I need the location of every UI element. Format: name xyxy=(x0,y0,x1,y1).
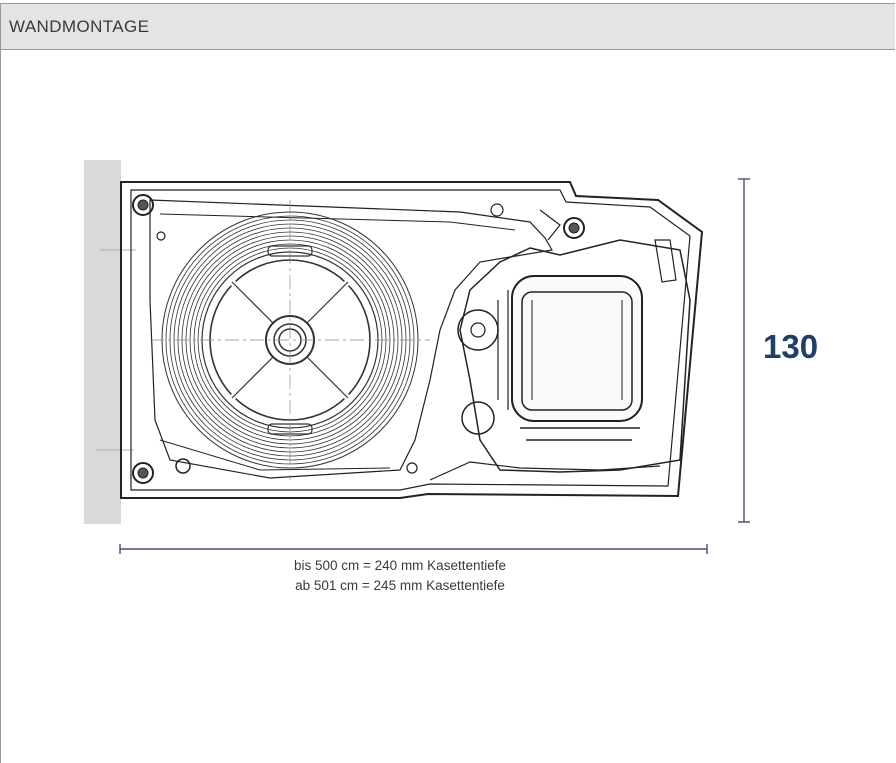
roller-tube xyxy=(150,200,430,480)
arm-mechanism xyxy=(429,209,691,481)
wall xyxy=(84,160,121,524)
section-title: WANDMONTAGE xyxy=(9,17,150,36)
section-frame: WANDMONTAGE xyxy=(0,3,895,763)
depth-note-2: ab 501 cm = 245 mm Kasettentiefe xyxy=(295,578,505,593)
depth-note-1: bis 500 cm = 240 mm Kasettentiefe xyxy=(294,558,506,573)
height-dimension-line xyxy=(738,178,750,523)
section-header: WANDMONTAGE xyxy=(1,4,895,50)
height-dimension-label: 130 xyxy=(763,328,819,365)
depth-dimension-line xyxy=(119,544,708,554)
housing-screws xyxy=(132,194,585,484)
